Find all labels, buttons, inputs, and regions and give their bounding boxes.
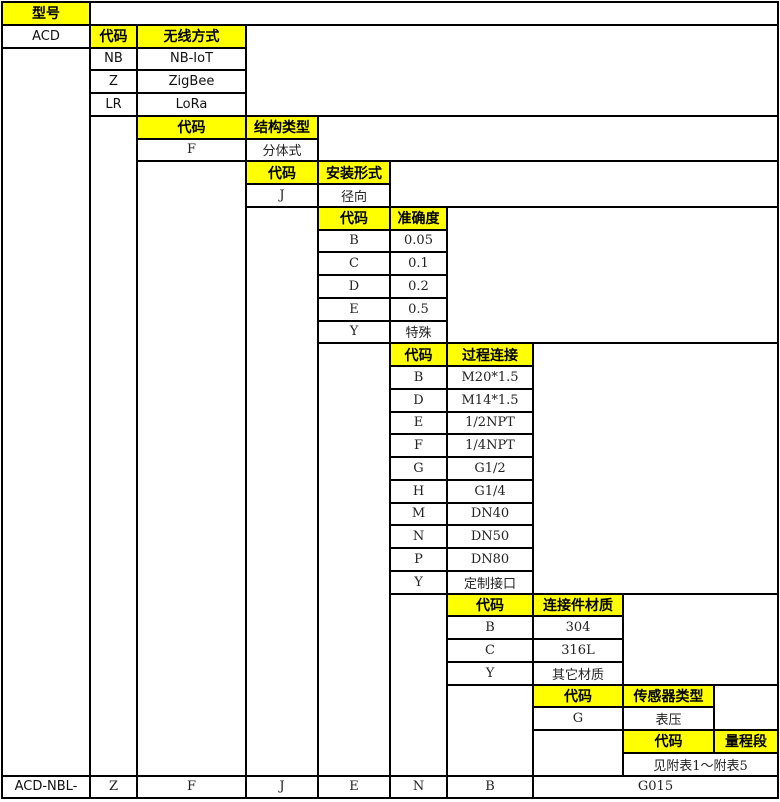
process_connection-option-code: N: [391, 526, 446, 547]
process_connection-option-name: 定制接口: [448, 571, 532, 593]
installation-option-name: 径向: [319, 185, 389, 206]
accuracy-code-header: 代码: [319, 207, 389, 229]
empty-cell: [624, 594, 777, 684]
empty-cell: [534, 344, 777, 593]
example-code-cell: N: [391, 776, 446, 798]
example-code-cell: Z: [91, 776, 136, 798]
model-header: 型号: [3, 3, 89, 24]
example-code-cell: F: [138, 776, 245, 798]
empty-cell: [319, 116, 777, 161]
sensor_type-code-header: 代码: [534, 685, 622, 707]
accuracy-option-name: 0.05: [391, 230, 446, 252]
empty-cell: [715, 685, 777, 729]
wireless-option-code: Z: [91, 71, 136, 92]
empty-cell: [91, 3, 777, 24]
range-note: 见附表1～附表5: [624, 753, 777, 775]
process_connection-option-name: M20*1.5: [448, 367, 532, 388]
accuracy-option-name: 特殊: [391, 321, 446, 343]
range-code-header: 代码: [624, 731, 713, 752]
connector_material-title-header: 连接件材质: [534, 594, 622, 616]
sensor_type-option-code: G: [534, 708, 622, 729]
installation-title-header: 安装形式: [319, 162, 389, 183]
accuracy-option-name: 0.2: [391, 276, 446, 297]
accuracy-option-code: Y: [319, 321, 389, 343]
installation-option-code: J: [247, 185, 317, 206]
structure-option-code: F: [138, 139, 245, 161]
example-code-cell: ACD-NBL-: [3, 776, 89, 798]
process_connection-option-code: G: [391, 458, 446, 479]
process_connection-option-code: B: [391, 367, 446, 388]
empty-cell: [391, 162, 777, 206]
process_connection-option-name: DN80: [448, 549, 532, 570]
example-code-cell: E: [319, 776, 389, 798]
wireless-option-name: ZigBee: [138, 71, 245, 92]
wireless-option-code: LR: [91, 94, 136, 115]
process_connection-option-name: DN40: [448, 503, 532, 525]
empty-cell: [91, 116, 136, 775]
process_connection-option-name: G1/2: [448, 458, 532, 479]
accuracy-option-code: C: [319, 253, 389, 274]
process_connection-option-name: M14*1.5: [448, 389, 532, 411]
model-prefix: ACD: [3, 25, 89, 47]
accuracy-option-name: 0.5: [391, 298, 446, 320]
structure-code-header: 代码: [138, 116, 245, 138]
connector_material-option-code: Y: [448, 662, 532, 684]
accuracy-option-code: E: [319, 298, 389, 320]
empty-cell: [534, 731, 622, 775]
structure-title-header: 结构类型: [247, 116, 317, 138]
structure-option-name: 分体式: [247, 139, 317, 161]
process_connection-option-code: E: [391, 412, 446, 434]
connector_material-option-name: 其它材质: [534, 662, 622, 684]
accuracy-title-header: 准确度: [391, 207, 446, 229]
process_connection-option-name: G1/4: [448, 480, 532, 502]
accuracy-option-name: 0.1: [391, 253, 446, 274]
process_connection-option-name: 1/4NPT: [448, 435, 532, 456]
wireless-option-name: LoRa: [138, 94, 245, 115]
wireless-option-name: NB-IoT: [138, 48, 245, 70]
empty-cell: [138, 162, 245, 775]
wireless-title-header: 无线方式: [138, 25, 245, 47]
sensor_type-option-name: 表压: [624, 708, 713, 729]
connector_material-option-name: 304: [534, 617, 622, 638]
connector_material-code-header: 代码: [448, 594, 532, 616]
process_connection-title-header: 过程连接: [448, 344, 532, 365]
range-title-header: 量程段: [715, 731, 777, 752]
example-code-cell: G015: [534, 776, 777, 798]
connector_material-option-name: 316L: [534, 640, 622, 661]
accuracy-option-code: B: [319, 230, 389, 252]
example-code-cell: J: [247, 776, 317, 798]
empty-cell: [319, 344, 389, 775]
empty-cell: [448, 685, 532, 775]
wireless-code-header: 代码: [91, 25, 136, 47]
empty-cell: [3, 48, 89, 775]
empty-cell: [448, 207, 777, 343]
wireless-option-code: NB: [91, 48, 136, 70]
process_connection-option-name: DN50: [448, 526, 532, 547]
process_connection-option-code: M: [391, 503, 446, 525]
empty-cell: [247, 207, 317, 775]
process_connection-option-name: 1/2NPT: [448, 412, 532, 434]
process_connection-option-code: H: [391, 480, 446, 502]
example-code-cell: B: [448, 776, 532, 798]
process_connection-option-code: D: [391, 389, 446, 411]
empty-cell: [391, 594, 446, 775]
process_connection-code-header: 代码: [391, 344, 446, 365]
connector_material-option-code: C: [448, 640, 532, 661]
process_connection-option-code: P: [391, 549, 446, 570]
process_connection-option-code: Y: [391, 571, 446, 593]
empty-cell: [247, 25, 777, 115]
connector_material-option-code: B: [448, 617, 532, 638]
sensor_type-title-header: 传感器类型: [624, 685, 713, 707]
process_connection-option-code: F: [391, 435, 446, 456]
installation-code-header: 代码: [247, 162, 317, 183]
accuracy-option-code: D: [319, 276, 389, 297]
